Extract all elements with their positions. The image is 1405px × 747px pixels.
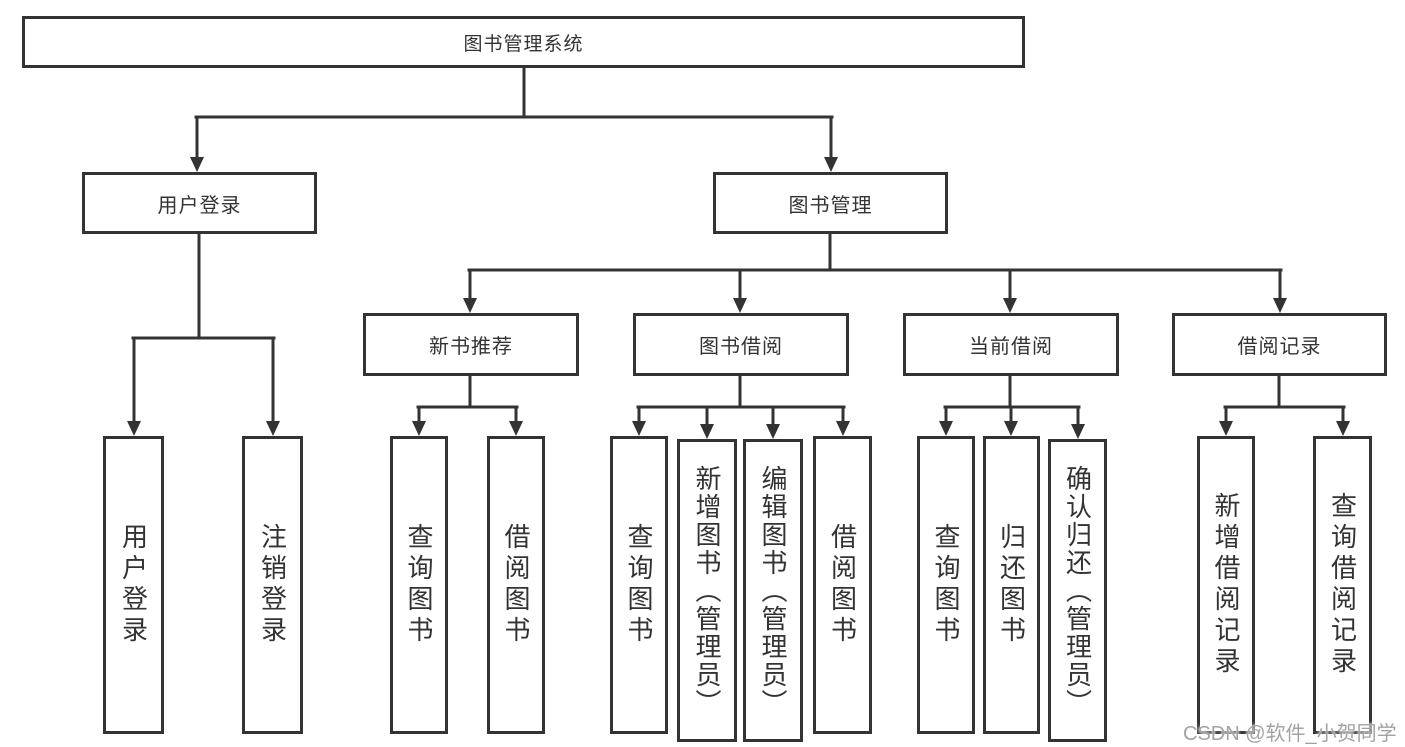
leaf-user-login: 用户登录 bbox=[103, 436, 164, 734]
csdn-watermark: CSDN @软件_小贺同学 bbox=[1183, 723, 1397, 745]
leaf-recommend-query-books: 查询图书 bbox=[390, 436, 448, 734]
leaf-recommend-borrow-books: 借阅图书 bbox=[487, 436, 545, 734]
leaf-records-add-record: 新增借阅记录 bbox=[1197, 436, 1255, 734]
leaf-borrowing-add-books-admin: 新增图书（管理员） bbox=[677, 439, 737, 742]
node-user-login: 用户登录 bbox=[82, 172, 317, 234]
arrowheads bbox=[127, 157, 1350, 439]
leaf-current-confirm-return-admin: 确认归还（管理员） bbox=[1048, 439, 1107, 742]
node-current-borrowing: 当前借阅 bbox=[903, 313, 1119, 376]
node-new-book-recommend-label: 新书推荐 bbox=[429, 336, 513, 358]
leaf-borrowing-edit-books-admin: 编辑图书（管理员） bbox=[743, 439, 803, 742]
leaf-current-query-books: 查询图书 bbox=[917, 436, 975, 734]
leaf-current-return-books: 归还图书 bbox=[983, 436, 1040, 734]
node-user-login-label: 用户登录 bbox=[157, 194, 242, 217]
node-book-borrowing-label: 图书借阅 bbox=[699, 336, 783, 358]
node-borrowing-records: 借阅记录 bbox=[1172, 313, 1387, 376]
leaf-records-query-record: 查询借阅记录 bbox=[1313, 436, 1372, 734]
node-borrowing-records-label: 借阅记录 bbox=[1237, 336, 1322, 358]
leaf-borrowing-query-books: 查询图书 bbox=[610, 436, 668, 734]
leaf-borrowing-borrow-books: 借阅图书 bbox=[813, 436, 872, 734]
node-book-borrowing: 图书借阅 bbox=[633, 313, 849, 376]
leaf-logout: 注销登录 bbox=[242, 436, 303, 734]
node-system-root-label: 图书管理系统 bbox=[463, 33, 584, 55]
node-current-borrowing-label: 当前借阅 bbox=[969, 336, 1053, 358]
node-system-root: 图书管理系统 bbox=[22, 16, 1025, 68]
node-book-management: 图书管理 bbox=[713, 172, 948, 234]
node-book-management-label: 图书管理 bbox=[788, 194, 873, 217]
node-new-book-recommend: 新书推荐 bbox=[363, 313, 579, 376]
